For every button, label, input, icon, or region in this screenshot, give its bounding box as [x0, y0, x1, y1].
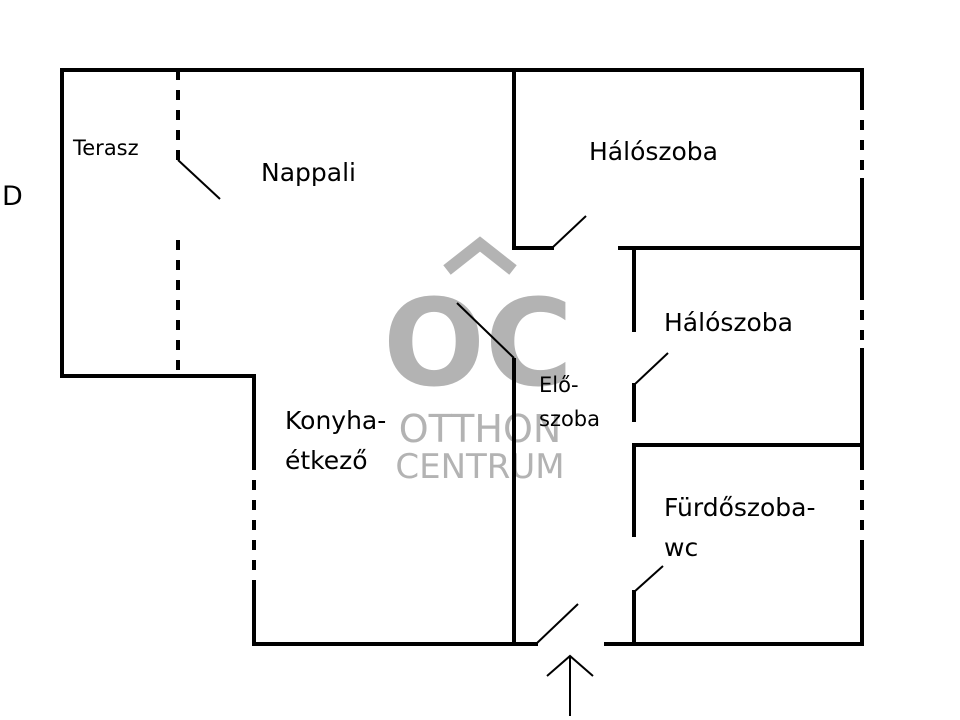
- room-label-hall-line1: Elő-: [539, 373, 579, 397]
- watermark-line1: OTTHON: [399, 407, 562, 451]
- room-labels: Terasz Nappali Hálószoba Hálószoba Konyh…: [72, 136, 816, 562]
- watermark-logo: OC: [383, 275, 573, 414]
- entrance-arrow-icon: [546, 654, 594, 716]
- room-label-bedroom2: Hálószoba: [664, 308, 793, 337]
- room-label-terrace: Terasz: [72, 136, 139, 160]
- watermark: OC OTTHON CENTRUM: [383, 236, 573, 487]
- door-terrace: [177, 159, 221, 200]
- door-bedroom2: [633, 352, 669, 386]
- room-label-kitchen-line2: étkező: [285, 446, 368, 475]
- watermark-line2: CENTRUM: [395, 447, 564, 487]
- room-label-living: Nappali: [261, 158, 356, 187]
- door-living: [456, 302, 515, 359]
- walls: [60, 68, 864, 646]
- room-label-hall-line2: szoba: [539, 407, 600, 431]
- watermark-roof-icon: [443, 236, 517, 275]
- door-bath: [633, 565, 664, 593]
- door-bedroom1: [551, 215, 587, 249]
- door-entrance: [535, 603, 579, 645]
- room-label-bath-line1: Fürdőszoba-: [664, 493, 816, 522]
- doors: [177, 159, 669, 645]
- room-label-kitchen-line1: Konyha-: [285, 406, 386, 435]
- windows: [176, 70, 864, 590]
- compass-south-label: D: [2, 181, 23, 212]
- room-label-bath-line2: wc: [664, 533, 698, 562]
- room-label-bedroom1: Hálószoba: [589, 137, 718, 166]
